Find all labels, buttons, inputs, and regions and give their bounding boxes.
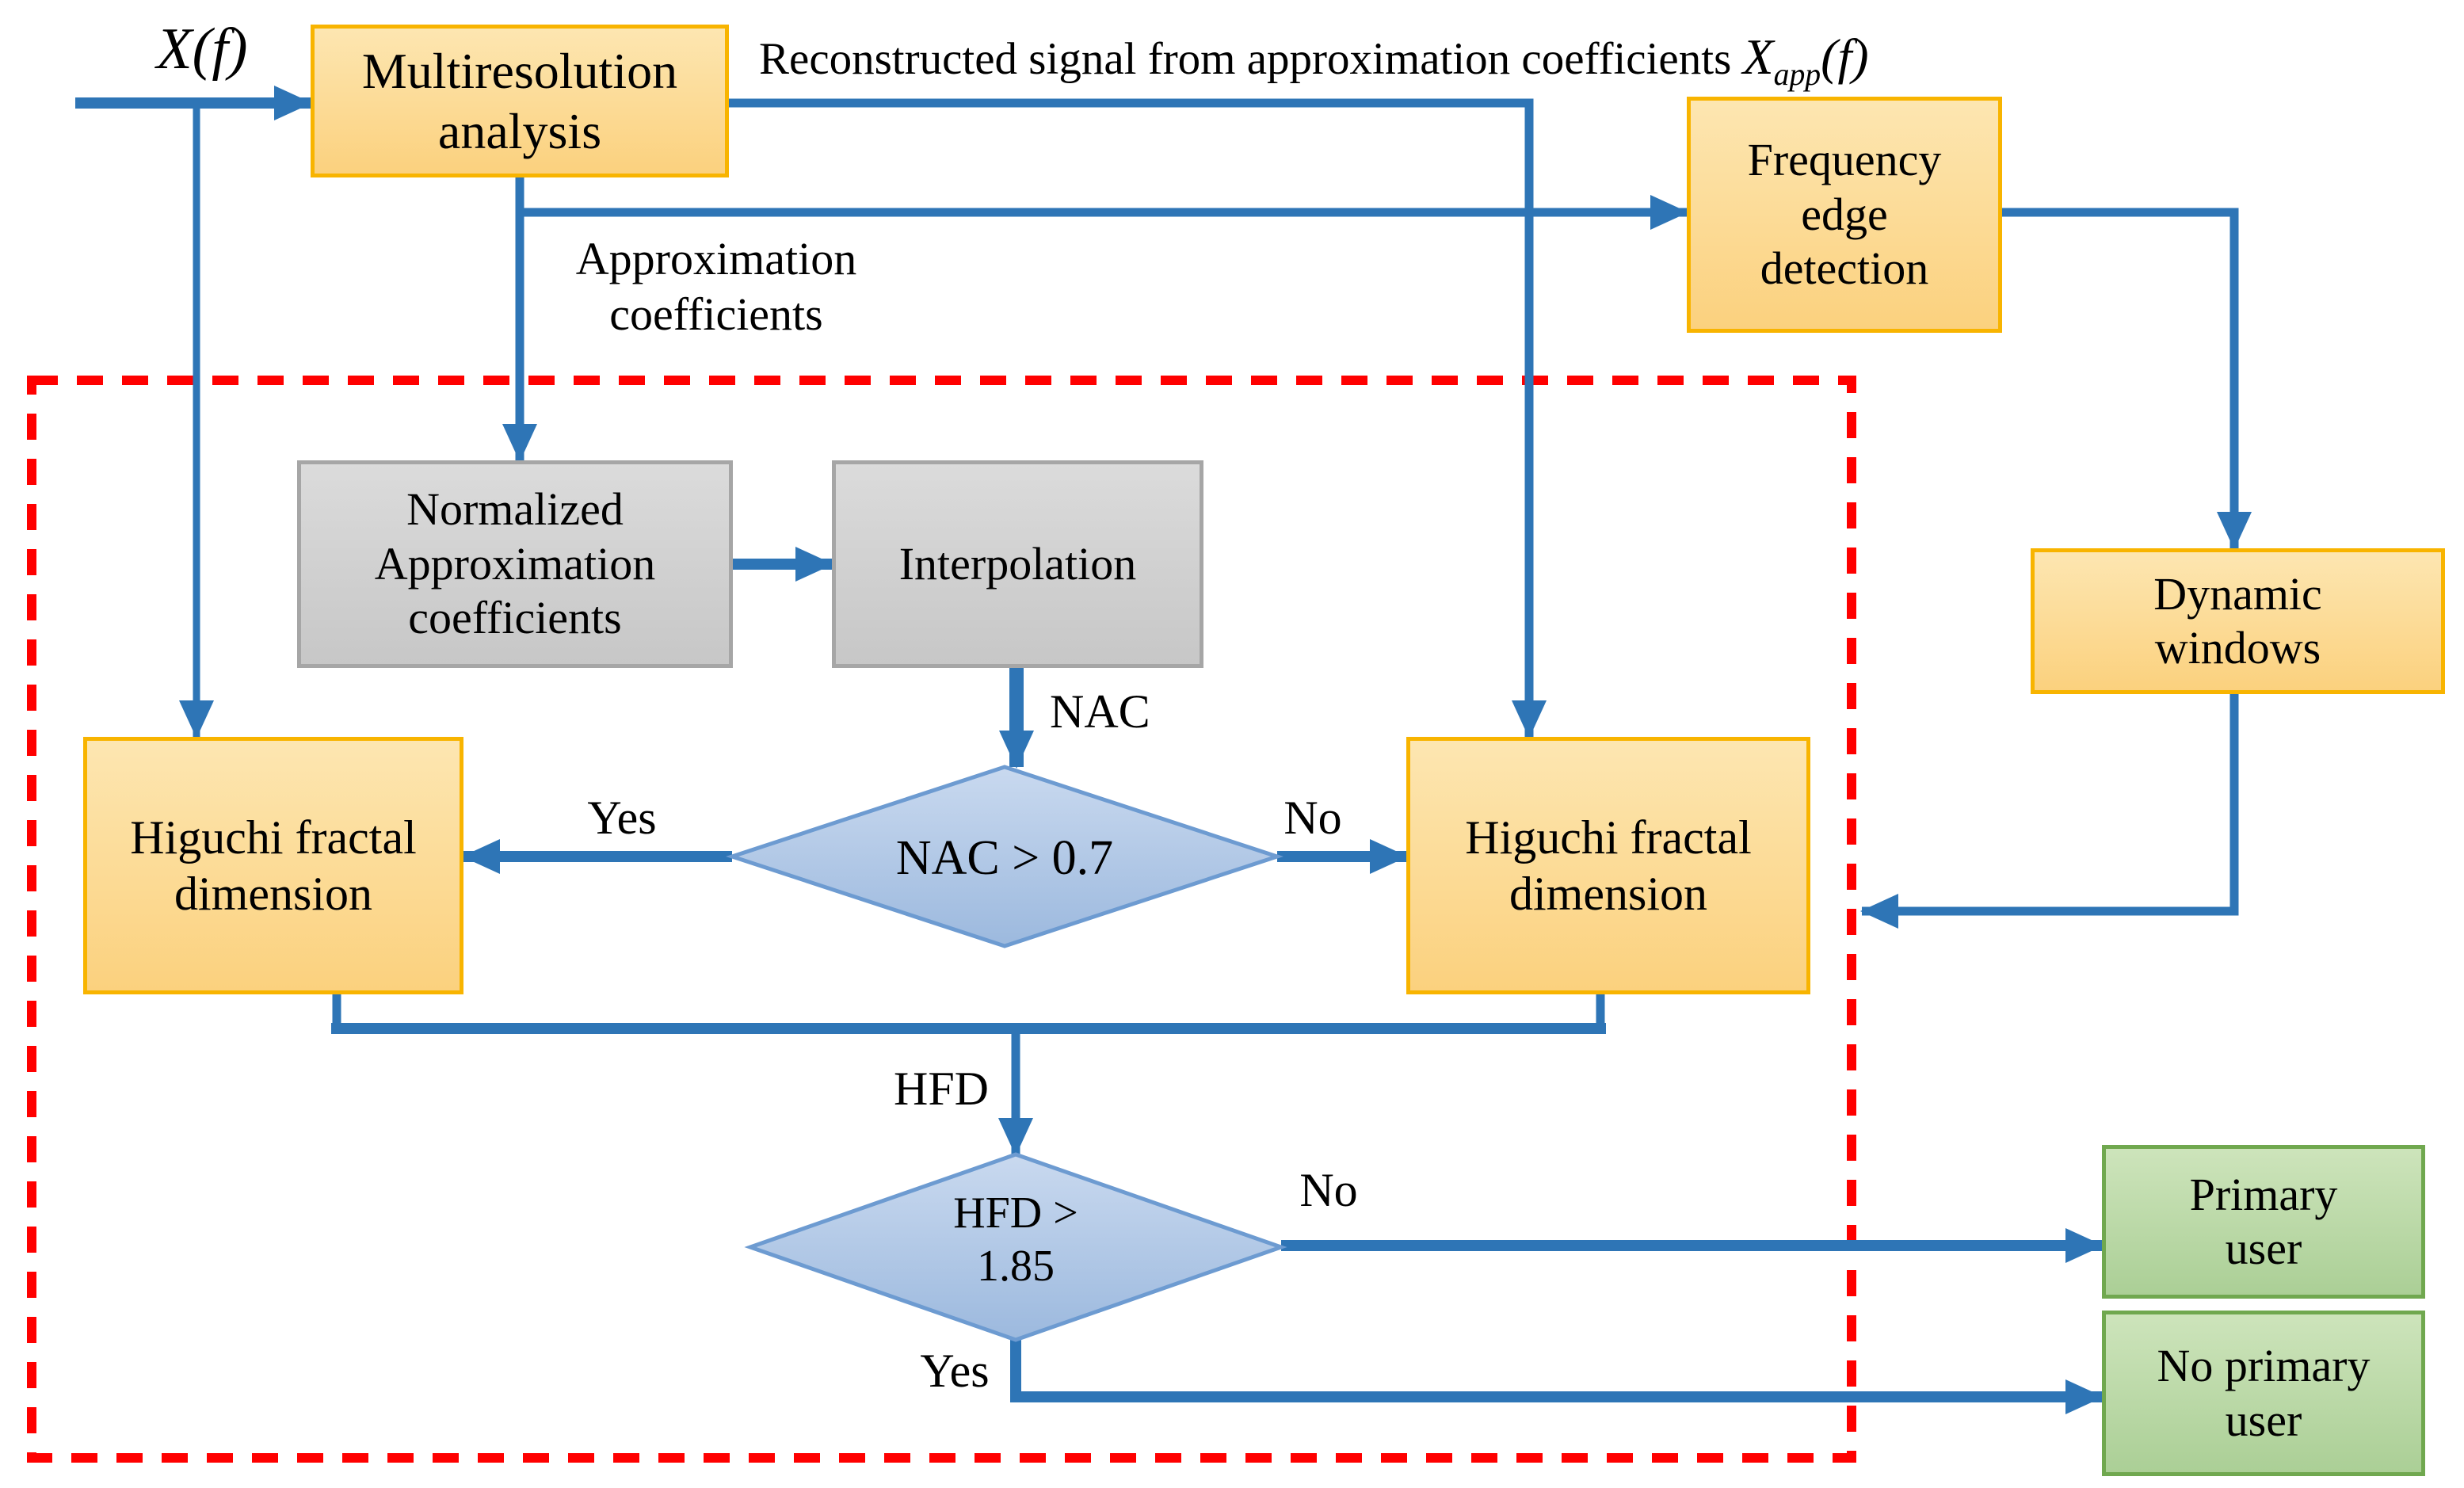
primary-user-label: Primary user (2189, 1168, 2338, 1274)
hfd-no-label: No (1299, 1164, 1358, 1216)
nac-no-label: No (1283, 792, 1342, 844)
approximation-coefficients-label: Approximation coefficients (575, 233, 857, 340)
primary-user-box: Primary user (2102, 1145, 2425, 1299)
edge-hfd-yes-to-no-primary-user (1010, 1340, 2104, 1414)
hfd-edge-label: HFD (893, 1063, 990, 1115)
multiresolution-analysis-box: Multiresolution analysis (311, 25, 729, 177)
edge-frequency-edge-to-dynamic-windows (2002, 208, 2252, 550)
edge-reconstructed-to-higuchi-right (729, 98, 1547, 738)
higuchi-right-label: Higuchi fractal dimension (1465, 811, 1752, 920)
no-primary-user-label: No primary user (2157, 1340, 2371, 1446)
nac-decision-diamond (725, 765, 1284, 948)
frequency-edge-detection-box: Frequency edge detection (1687, 97, 2002, 333)
higuchi-left-label: Higuchi fractal dimension (130, 811, 417, 920)
normalized-approximation-box: Normalized Approximation coefficients (297, 460, 733, 668)
reconstructed-signal-label: Reconstructed signal from approximation … (759, 29, 1869, 92)
nac-decision-label: NAC > 0.7 (895, 831, 1114, 885)
interpolation-box: Interpolation (832, 460, 1203, 668)
edge-dynamic-windows-feedback (1860, 694, 2239, 929)
higuchi-fractal-dimension-left-box: Higuchi fractal dimension (83, 737, 463, 994)
dynamic-windows-label: Dynamic windows (2153, 567, 2322, 673)
no-primary-user-box: No primary user (2102, 1311, 2425, 1476)
interpolation-label: Interpolation (898, 537, 1137, 589)
input-signal-label: X(f) (156, 17, 248, 82)
hfd-decision-diamond (744, 1152, 1287, 1342)
hfd-yes-label: Yes (920, 1345, 990, 1397)
nac-edge-label: NAC (1050, 685, 1150, 738)
frequency-edge-detection-label: Frequency edge detection (1747, 134, 1942, 295)
processing-boundary (27, 376, 1856, 1463)
hfd-decision-label: HFD > 1.85 (953, 1188, 1078, 1292)
multiresolution-analysis-label: Multiresolution analysis (361, 42, 678, 159)
normalized-approximation-label: Normalized Approximation coefficients (374, 483, 656, 644)
nac-yes-label: Yes (587, 792, 657, 844)
higuchi-fractal-dimension-right-box: Higuchi fractal dimension (1406, 737, 1810, 994)
dynamic-windows-box: Dynamic windows (2031, 548, 2445, 694)
